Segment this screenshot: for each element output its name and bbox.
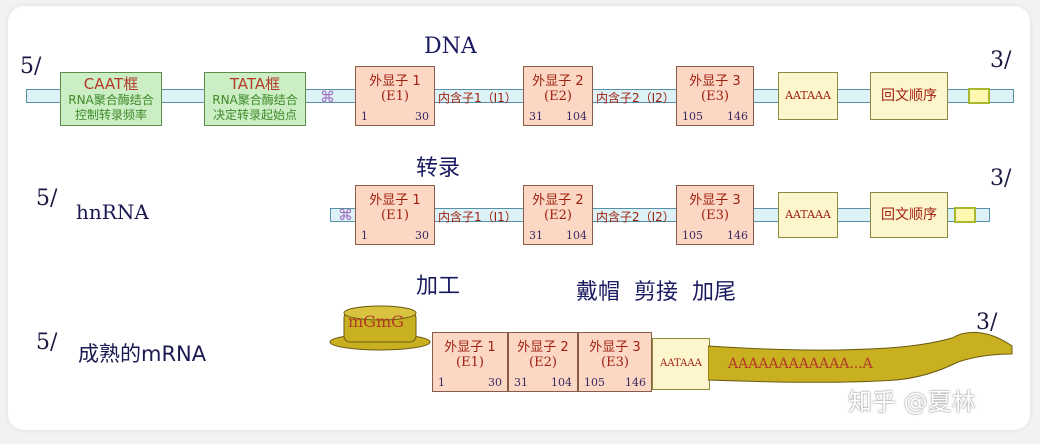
dna-hairpin-icon (968, 88, 990, 104)
tata-desc-2: 决定转录起始点 (212, 108, 297, 122)
hnrna-start-icon: ⌘ (338, 206, 353, 224)
dna-exon-3: 外显子 3 (E3) 105 146 (676, 66, 754, 126)
mrna-label: 成熟的mRNA (78, 342, 207, 366)
exon-end: 104 (566, 229, 587, 242)
exon-start: 1 (361, 229, 368, 242)
exon-start: 1 (438, 376, 445, 389)
exon-name: 外显子 3 (689, 193, 741, 208)
exon-code: (E3) (601, 355, 629, 370)
dna-intron-2: 内含子2（I2） (596, 91, 675, 105)
mrna-aataaa: AATAAA (652, 338, 710, 390)
hnrna-palindrome: 回文顺序 (870, 192, 948, 238)
cap-label: mGmG (348, 312, 404, 331)
mrna-five-prime: 5/ (36, 330, 58, 355)
exon-name: 外显子 2 (532, 74, 584, 89)
exon-name: 外显子 1 (444, 340, 496, 355)
exon-start: 105 (682, 110, 703, 123)
exon-name: 外显子 2 (517, 340, 569, 355)
polya-label: AAAAAAAAAAAA...A (728, 356, 873, 372)
exon-code: (E1) (381, 89, 409, 104)
watermark: 知乎 @夏林 (848, 388, 976, 416)
caat-box: CAAT框 RNA聚合酶结合 控制转录频率 (60, 72, 162, 126)
hnrna-exon-3: 外显子 3 (E3) 105 146 (676, 185, 754, 245)
exon-code: (E2) (529, 355, 557, 370)
exon-code: (E3) (701, 89, 729, 104)
dna-strand (26, 89, 1014, 103)
exon-end: 30 (415, 229, 429, 242)
exon-name: 外显子 1 (369, 193, 421, 208)
dna-five-prime: 5/ (20, 54, 42, 79)
tata-box: TATA框 RNA聚合酶结合 决定转录起始点 (204, 72, 306, 126)
exon-end: 30 (415, 110, 429, 123)
dna-intron-1: 内含子1（I1） (438, 91, 517, 105)
hnrna-five-prime: 5/ (36, 186, 58, 211)
exon-code: (E1) (381, 208, 409, 223)
exon-code: (E2) (544, 89, 572, 104)
mrna-exon-1: 外显子 1 (E1) 1 30 (432, 332, 508, 392)
exon-code: (E1) (456, 355, 484, 370)
step-processing: 加工 (416, 274, 461, 299)
exon-end: 146 (727, 229, 748, 242)
hnrna-intron-1: 内含子1（I1） (438, 210, 517, 224)
exon-end: 30 (488, 376, 502, 389)
start-site-icon: ⌘ (320, 88, 335, 106)
hnrna-label: hnRNA (76, 200, 149, 224)
hnrna-exon-1: 外显子 1 (E1) 1 30 (355, 185, 435, 245)
dna-exon-2: 外显子 2 (E2) 31 104 (523, 66, 593, 126)
exon-end: 104 (551, 376, 572, 389)
step-transcription: 转录 (416, 156, 461, 181)
exon-name: 外显子 2 (532, 193, 584, 208)
mrna-exon-2: 外显子 2 (E2) 31 104 (508, 332, 578, 392)
exon-name: 外显子 1 (369, 74, 421, 89)
exon-start: 1 (361, 110, 368, 123)
tata-title: TATA框 (229, 75, 281, 93)
tata-desc-1: RNA聚合酶结合 (212, 93, 298, 107)
mrna-exon-3: 外显子 3 (E3) 105 146 (578, 332, 652, 392)
dna-three-prime: 3/ (990, 48, 1012, 73)
exon-start: 105 (584, 376, 605, 389)
exon-name: 外显子 3 (589, 340, 641, 355)
polya-tail-icon (708, 332, 1013, 383)
exon-end: 146 (727, 110, 748, 123)
exon-name: 外显子 3 (689, 74, 741, 89)
hnrna-hairpin-icon (954, 207, 976, 223)
hnrna-intron-2: 内含子2（I2） (596, 210, 675, 224)
exon-end: 104 (566, 110, 587, 123)
dna-aataaa: AATAAA (778, 72, 838, 120)
caat-desc-1: RNA聚合酶结合 (68, 93, 154, 107)
caat-desc-2: 控制转录频率 (74, 108, 147, 122)
dna-palindrome: 回文顺序 (870, 72, 948, 120)
dna-exon-1: 外显子 1 (E1) 1 30 (355, 66, 435, 126)
exon-code: (E3) (701, 208, 729, 223)
mrna-three-prime: 3/ (976, 310, 998, 335)
caat-title: CAAT框 (83, 75, 139, 93)
exon-start: 31 (529, 110, 543, 123)
exon-start: 105 (682, 229, 703, 242)
dna-title: DNA (424, 34, 477, 59)
exon-start: 31 (529, 229, 543, 242)
exon-start: 31 (514, 376, 528, 389)
hnrna-exon-2: 外显子 2 (E2) 31 104 (523, 185, 593, 245)
processing-steps: 戴帽 剪接 加尾 (576, 280, 736, 305)
hnrna-aataaa: AATAAA (778, 192, 838, 238)
exon-end: 146 (625, 376, 646, 389)
cap-icon (329, 305, 431, 351)
hnrna-three-prime: 3/ (990, 166, 1012, 191)
exon-code: (E2) (544, 208, 572, 223)
